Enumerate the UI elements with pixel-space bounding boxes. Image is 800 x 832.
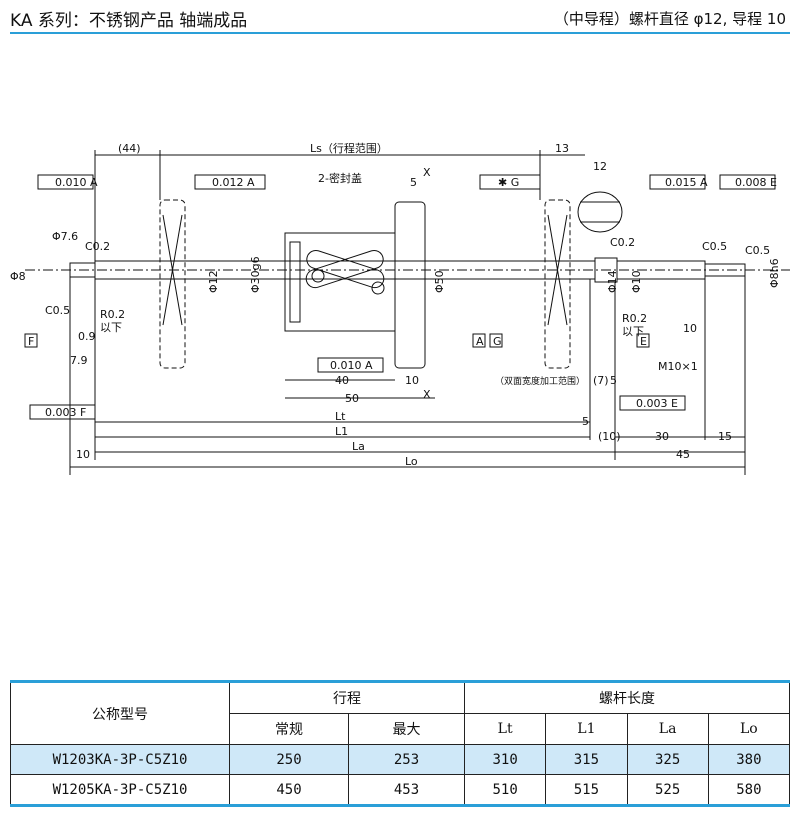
label-m10: M10×1 <box>658 360 698 373</box>
dim-l1: L1 <box>335 425 348 438</box>
tol-left2: 0.012 A <box>212 176 255 189</box>
header-lt: Lt <box>463 713 547 745</box>
page-subtitle: （中导程）螺杆直径 φ12, 导程 10 <box>553 10 786 28</box>
label-phi14: Φ14 <box>606 270 619 293</box>
dim-5c: 5 <box>582 415 589 428</box>
left-journal <box>69 262 96 278</box>
dim-5: 5 <box>410 176 417 189</box>
datum-g: G <box>493 335 502 348</box>
dim-5b: 5 <box>610 374 617 387</box>
cell-normal: 250 <box>229 744 349 775</box>
header-model: 公称型号 <box>10 680 230 745</box>
tol-left: 0.010 A <box>55 176 98 189</box>
cell-lt: 310 <box>463 744 547 775</box>
datum-f: F <box>28 335 34 348</box>
cell-l1: 515 <box>545 774 628 807</box>
cell-max: 253 <box>348 744 465 775</box>
label-c05-left: C0.5 <box>45 304 70 317</box>
label-x-top: X <box>423 166 431 179</box>
cell-lt: 510 <box>463 774 547 807</box>
label-phi8h6: Φ8h6 <box>768 258 781 288</box>
label-79: 7.9 <box>70 354 88 367</box>
page-title: KA 系列：不锈钢产品 轴端成品 <box>10 11 248 31</box>
table-row: W1205KA-3P-C5Z10 450 453 510 515 525 580 <box>10 774 791 807</box>
header-la: La <box>626 713 709 745</box>
label-phi50: Φ50 <box>433 270 446 293</box>
label-c05-right1: C0.5 <box>702 240 727 253</box>
note-range: （双面宽度加工范围） <box>495 375 585 387</box>
header-lo: Lo <box>707 713 791 745</box>
cell-lo: 380 <box>707 744 791 775</box>
label-phi76: Φ7.6 <box>52 230 78 243</box>
dim-10p: (10) <box>598 430 621 443</box>
dim-12: 12 <box>593 160 607 173</box>
dim-40: 40 <box>335 374 349 387</box>
page-header: KA 系列：不锈钢产品 轴端成品 （中导程）螺杆直径 φ12, 导程 10 <box>0 0 800 34</box>
dim-15: 15 <box>718 430 732 443</box>
label-c02-right: C0.2 <box>610 236 635 249</box>
label-phi8: Φ8 <box>10 270 26 283</box>
label-09: 0.9 <box>78 330 96 343</box>
dim-10-left: 10 <box>76 448 90 461</box>
tol-gw: ✱ G <box>498 176 519 189</box>
datum-a: A <box>476 335 484 348</box>
datum-e: E <box>640 335 647 348</box>
header-stroke: 行程 <box>229 680 465 714</box>
tol-perp-nut: 0.010 A <box>330 359 373 372</box>
dim-50: 50 <box>345 392 359 405</box>
header-normal: 常规 <box>229 713 349 745</box>
header-max: 最大 <box>348 713 465 745</box>
label-10-right: 10 <box>683 322 697 335</box>
label-phi12: Φ12 <box>207 270 220 293</box>
cell-la: 325 <box>626 744 709 775</box>
cell-model: W1205KA-3P-C5Z10 <box>10 774 230 807</box>
label-ixia-right: 以下 <box>622 325 644 338</box>
header-l1: L1 <box>545 713 628 745</box>
tol-r2: 0.008 E <box>735 176 777 189</box>
dim-10: 10 <box>405 374 419 387</box>
nut-body <box>284 232 396 332</box>
dim-lo: Lo <box>405 455 418 468</box>
cell-lo: 580 <box>707 774 791 807</box>
label-phi30: Φ30g6 <box>249 256 262 293</box>
header-length: 螺杆长度 <box>464 680 790 714</box>
label-x-bottom: X <box>423 388 431 401</box>
label-c05-right2: C0.5 <box>745 244 770 257</box>
header-rule <box>10 32 790 34</box>
label-r02-left: R0.2 <box>100 308 125 321</box>
tol-f: 0.003 F <box>45 406 86 419</box>
tol-r1: 0.015 A <box>665 176 708 189</box>
label-seal: 2-密封盖 <box>318 171 362 185</box>
dim-44: (44) <box>118 142 141 155</box>
dim-ls: Ls（行程范围） <box>310 141 388 155</box>
table-row: W1203KA-3P-C5Z10 250 253 310 315 325 380 <box>10 744 791 775</box>
dim-45: 45 <box>676 448 690 461</box>
label-r02-right: R0.2 <box>622 312 647 325</box>
technical-drawing: (44) Ls（行程范围） 13 12 5 0.010 A 0.012 A ✱ … <box>10 141 790 475</box>
tol-e: 0.003 E <box>636 397 678 410</box>
dim-13: 13 <box>555 142 569 155</box>
cell-max: 453 <box>348 774 465 807</box>
cell-normal: 450 <box>229 774 349 807</box>
dim-la: La <box>352 440 365 453</box>
spec-table: 公称型号 行程 螺杆长度 常规 最大 Lt L1 La Lo W1203KA-3… <box>10 680 791 807</box>
dim-7: (7) <box>593 374 609 387</box>
label-phi10: Φ10 <box>630 270 643 293</box>
label-c02-left: C0.2 <box>85 240 110 253</box>
cell-la: 525 <box>626 774 709 807</box>
cell-l1: 315 <box>545 744 628 775</box>
cell-model: W1203KA-3P-C5Z10 <box>10 744 230 775</box>
label-ixia-left: 以下 <box>100 321 122 334</box>
dim-lt: Lt <box>335 410 346 423</box>
nut-flange <box>394 201 426 369</box>
dim-30: 30 <box>655 430 669 443</box>
